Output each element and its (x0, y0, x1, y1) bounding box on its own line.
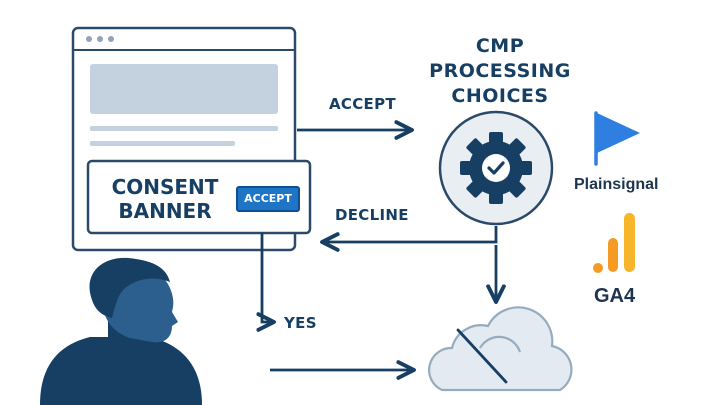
window-dot-icon (86, 36, 92, 42)
flag-icon (594, 111, 640, 166)
decline-edge-label: DECLINE (335, 206, 409, 224)
cmp-title-line2: PROCESSING (429, 60, 571, 82)
content-placeholder-line (90, 126, 278, 131)
consent-banner-title: CONSENT BANNER (100, 175, 230, 223)
gear-check-icon (438, 110, 554, 226)
yes-edge-label: YES (284, 314, 317, 332)
bar-chart-icon (593, 213, 635, 273)
cmp-title: CMP PROCESSING CHOICES (405, 34, 595, 109)
window-dot-icon (108, 36, 114, 42)
decline-arrow (320, 226, 498, 252)
consent-banner-title-line1: CONSENT (111, 175, 219, 199)
cmp-title-line1: CMP (475, 35, 525, 57)
yes-arrow (256, 233, 276, 332)
accept-button[interactable]: ACCEPT (236, 186, 300, 212)
accept-edge-label: ACCEPT (329, 95, 396, 113)
cmp-title-line3: CHOICES (451, 85, 549, 107)
consent-banner-title-line2: BANNER (118, 199, 212, 223)
plainsignal-label: Plainsignal (574, 176, 659, 193)
content-placeholder-block (90, 64, 278, 114)
content-placeholder-line (90, 141, 235, 146)
user-silhouette-icon (40, 257, 202, 405)
cloud-slash (456, 328, 508, 384)
ga4-label: GA4 (594, 285, 636, 307)
cloud-icon (428, 306, 573, 392)
consent-banner (86, 159, 312, 235)
window-dot-icon (97, 36, 103, 42)
